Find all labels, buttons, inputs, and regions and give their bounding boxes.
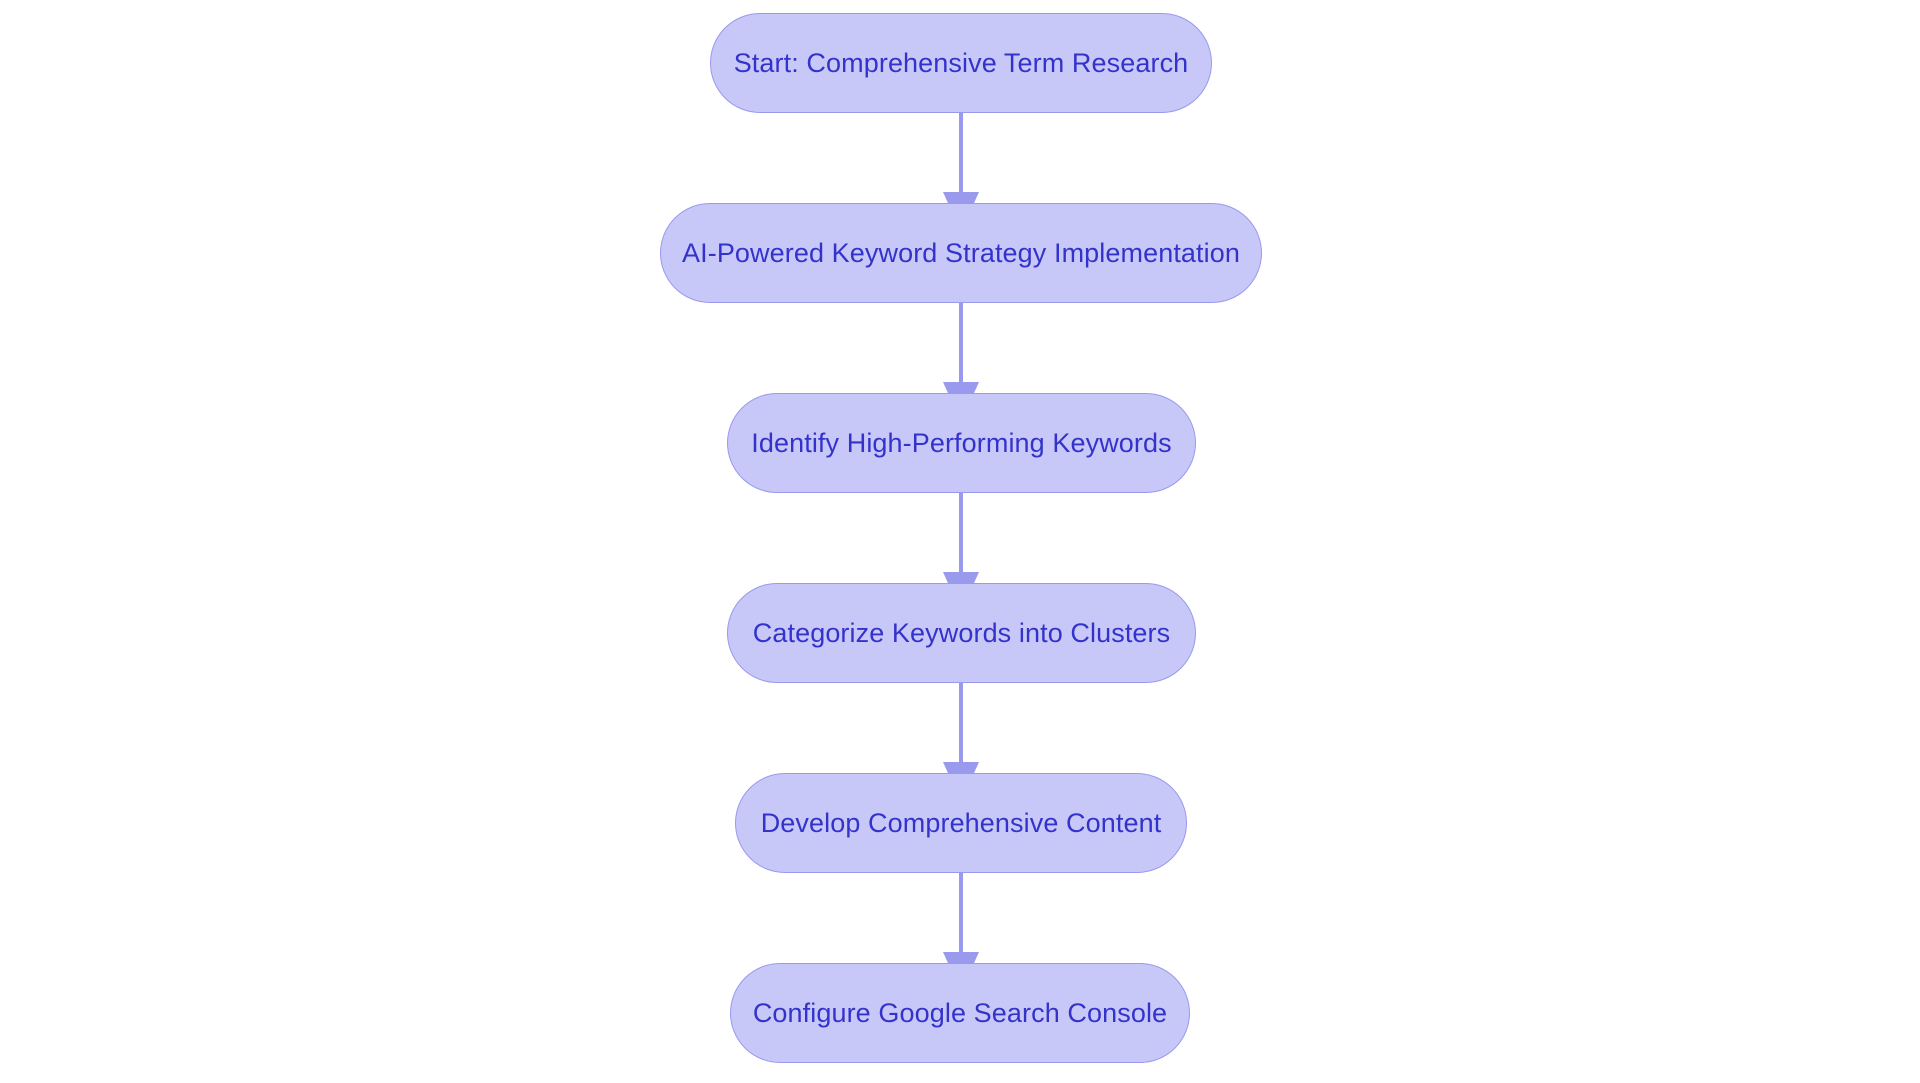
flow-node-configure-google-search-console[interactable]: Configure Google Search Console xyxy=(730,963,1190,1063)
flow-node-label: Categorize Keywords into Clusters xyxy=(752,617,1171,648)
flow-node-develop-comprehensive-content[interactable]: Develop Comprehensive Content xyxy=(735,773,1187,873)
flow-node-categorize-keywords-into-clusters[interactable]: Categorize Keywords into Clusters xyxy=(727,583,1196,683)
flow-node-identify-high-performing-keywords[interactable]: Identify High-Performing Keywords xyxy=(727,393,1196,493)
flow-node-label: Identify High-Performing Keywords xyxy=(751,427,1172,458)
flow-node-label: Configure Google Search Console xyxy=(752,997,1168,1028)
flow-node-label: Start: Comprehensive Term Research xyxy=(733,47,1189,78)
flow-node-label: Develop Comprehensive Content xyxy=(760,807,1162,838)
flow-node-start-comprehensive-term-research[interactable]: Start: Comprehensive Term Research xyxy=(710,13,1212,113)
flow-node-ai-powered-keyword-strategy-implementation[interactable]: AI-Powered Keyword Strategy Implementati… xyxy=(660,203,1262,303)
flow-node-label: AI-Powered Keyword Strategy Implementati… xyxy=(682,237,1240,268)
